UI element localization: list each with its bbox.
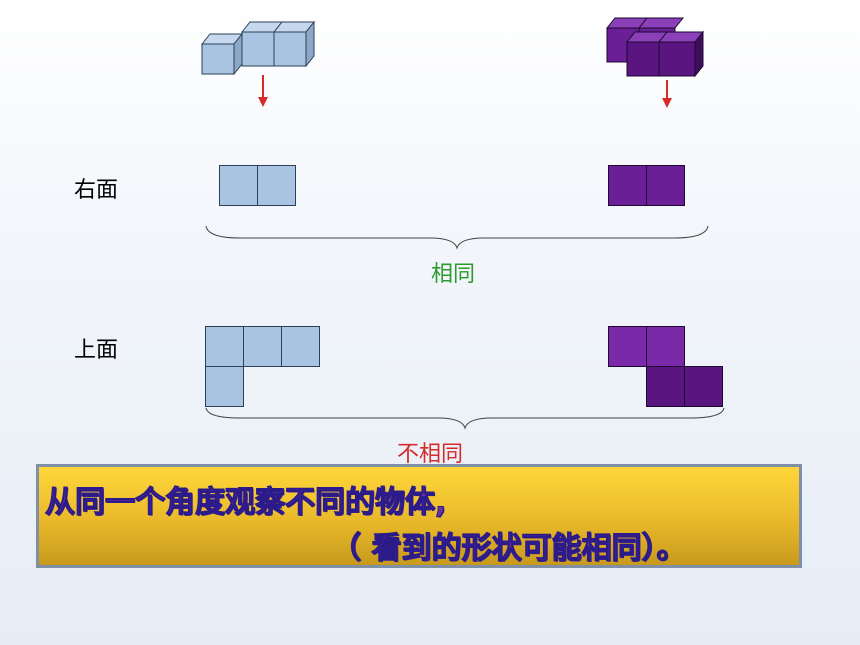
blue-3d-object xyxy=(200,20,316,76)
conclusion-line-2: （ 看到的形状可能相同）。 xyxy=(330,531,687,567)
different-label: 不相同 xyxy=(397,442,464,467)
conclusion-box: 从同一个角度观察不同的物体, （ 看到的形状可能相同）。 xyxy=(36,464,802,568)
purple-top-view xyxy=(608,326,723,407)
conclusion-line-1: 从同一个角度观察不同的物体, xyxy=(44,485,447,521)
blue-top-view xyxy=(205,326,320,407)
right-view-label: 右面 xyxy=(74,178,119,203)
same-brace xyxy=(205,225,709,250)
same-label: 相同 xyxy=(431,262,476,287)
different-brace xyxy=(205,407,725,430)
blue-right-view xyxy=(219,165,296,206)
purple-right-view xyxy=(608,165,685,206)
purple-3d-object xyxy=(605,17,705,78)
top-view-label: 上面 xyxy=(74,338,119,363)
